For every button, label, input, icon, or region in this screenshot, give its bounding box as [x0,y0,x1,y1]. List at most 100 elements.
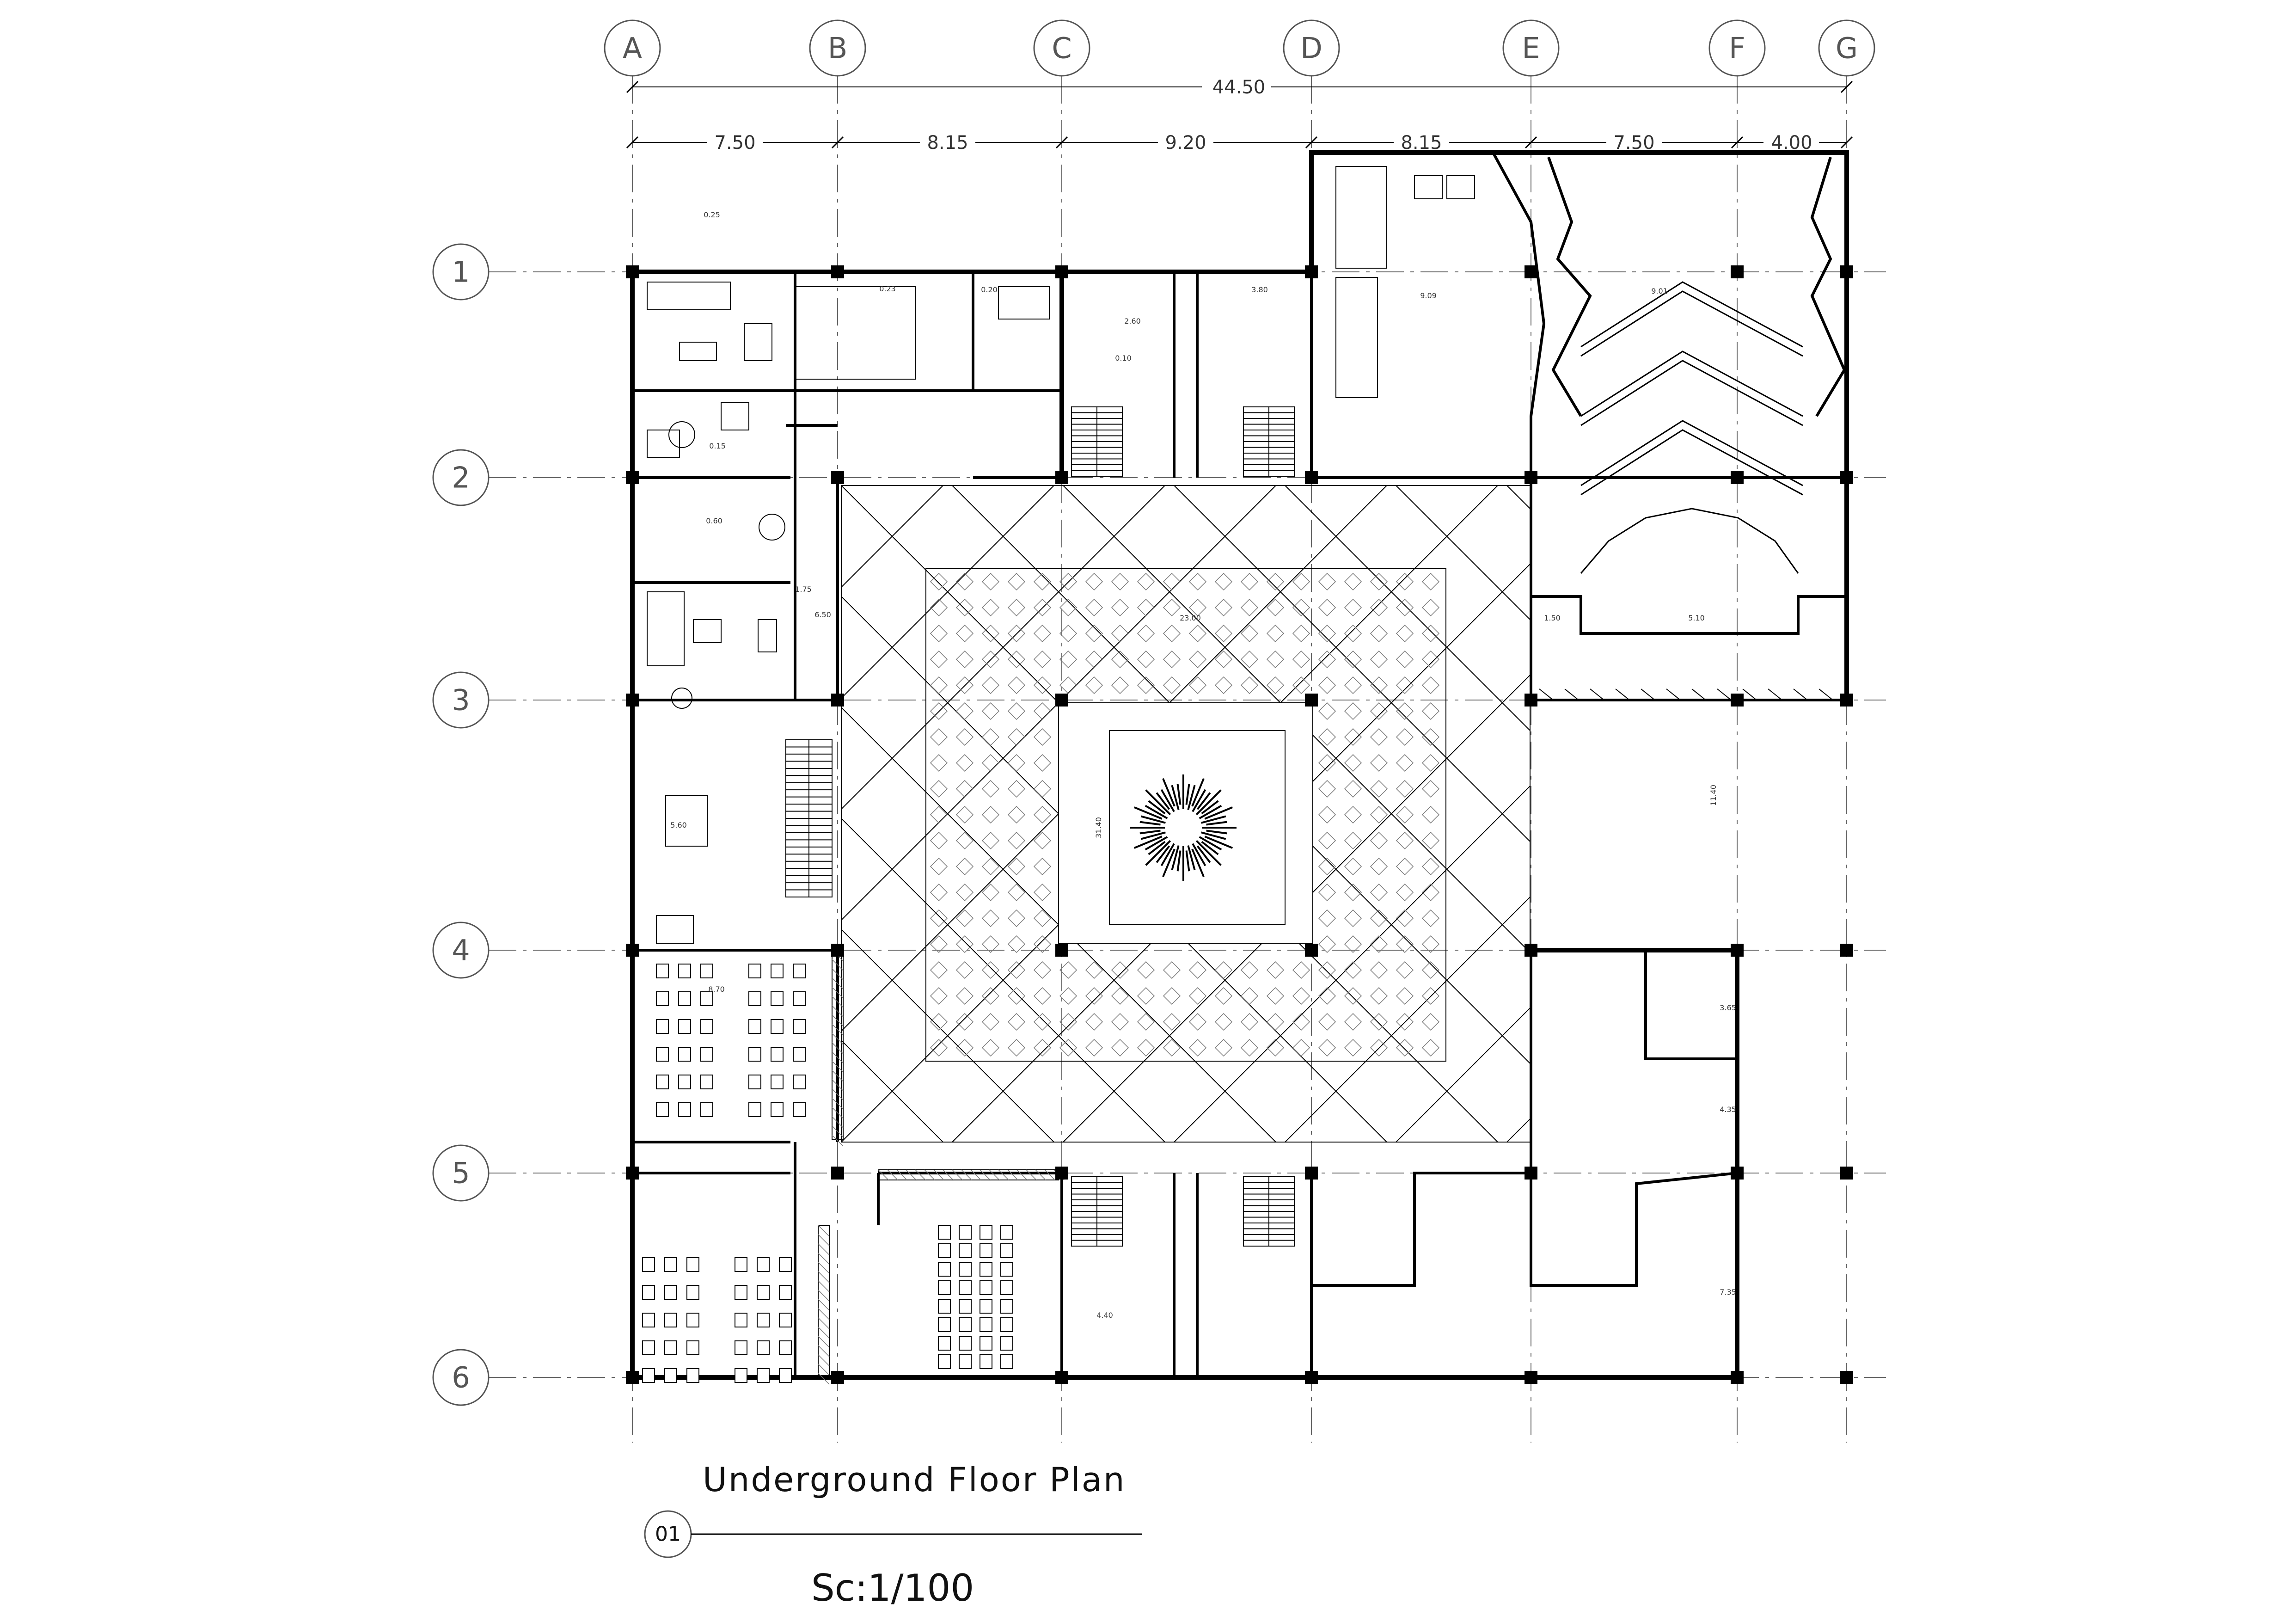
tile-star [930,676,948,694]
svg-text:44.50: 44.50 [1212,77,1266,98]
tile-star [1033,754,1052,772]
tile-star [1163,987,1181,1005]
seat-row [1580,420,1803,486]
drawing-scale: Sc:1/100 [811,1567,974,1610]
svg-text:5.10: 5.10 [1688,614,1705,622]
tile-star [1344,909,1362,928]
tile-star [1137,650,1155,669]
tile-star [1421,831,1440,850]
dimension-label: 4.35 [1720,1105,1736,1114]
grid-bubble-row-4: 4 [432,922,490,979]
seat-icon [735,1313,747,1327]
tile-star [1396,676,1414,694]
tile-star [1007,1038,1026,1057]
seat-icon [980,1299,992,1314]
seat-icon [1000,1262,1013,1277]
seat-icon [678,991,691,1006]
tile-star [1033,1038,1052,1057]
tile-star [1033,1013,1052,1031]
diagonal-line [1506,485,1530,510]
fountain-ray [1145,805,1168,819]
tile-star [1033,650,1052,669]
tile-star [1033,728,1052,746]
tile-star [955,935,974,953]
tile-star [1421,754,1440,772]
tile-star [1033,857,1052,876]
dimension-label: 5.60 [670,821,687,829]
tile-star [1007,598,1026,617]
column [1305,694,1318,707]
hall-dimension-labels: 9.09 9.01 5.10 11.40 [1420,287,1718,806]
diagonal-line [1618,485,2274,1142]
seat-icon [748,1019,761,1034]
svg-text:4: 4 [452,934,470,967]
tile-star [930,598,948,617]
hatch-line [832,1061,844,1073]
tile-star [1007,883,1026,902]
tile-star [1137,961,1155,979]
column [1840,1167,1853,1180]
tile-star [1370,598,1388,617]
seat-icon [980,1336,992,1351]
column [1055,1371,1068,1384]
tile-star [1370,883,1388,902]
tile-star [1421,883,1440,902]
hatch-line [832,1024,844,1036]
seat-icon [757,1340,770,1355]
fountain-ray [1187,785,1196,810]
column [1731,265,1744,278]
seat-icon [678,1075,691,1089]
hatch-line [832,1014,844,1026]
seat-icon [642,1257,655,1272]
dimension-label: 3.80 [1251,285,1268,294]
hatch-line [832,1033,844,1045]
tile-star [930,961,948,979]
tile-star [1344,987,1362,1005]
dimension-label: 4.40 [1096,1311,1113,1320]
seat-icon [642,1313,655,1327]
tile-star [1059,1038,1078,1057]
tile-star [981,754,1000,772]
hatch-line [1044,1169,1055,1180]
tile-star [1111,1038,1129,1057]
svg-text:1: 1 [452,255,470,289]
diagonal-line [841,928,1054,1142]
seat-icon [980,1317,992,1332]
tile-star [930,1013,948,1031]
tile-star [1214,598,1233,617]
tile-star [1033,805,1052,824]
fountain-ray [1191,848,1205,878]
fountain-ray [1171,845,1180,871]
seat-icon [959,1225,972,1240]
seat-icon [980,1225,992,1240]
diagonal-line [1285,896,1530,1142]
tile-star [1240,961,1259,979]
seat-icon [793,991,806,1006]
structural-columns [626,265,1853,1384]
fountain-ray [1201,800,1219,815]
tile-star [1240,1013,1259,1031]
seat-icon [771,1047,784,1062]
tile-star [1137,987,1155,1005]
furniture-block [656,915,694,944]
tile-star [1421,676,1440,694]
dimension-label: 1.50 [1544,614,1561,622]
tile-star [1240,987,1259,1005]
tile-star [1370,935,1388,953]
tile-star [1033,909,1052,928]
svg-text:23.00: 23.00 [1180,614,1201,622]
tile-star [1318,909,1336,928]
tile-star [1085,572,1103,591]
column [1731,1167,1744,1180]
hatch-line [832,1088,844,1100]
tile-star [981,1038,1000,1057]
railing-mark [1666,688,1681,700]
tile-star [1370,676,1388,694]
tile-star [930,1038,948,1057]
seat-icon [735,1285,747,1300]
tile-star [955,1038,974,1057]
seat-icon [656,1075,669,1089]
tile-star [1240,572,1259,591]
tile-star [1396,572,1414,591]
tile-star [1240,624,1259,643]
